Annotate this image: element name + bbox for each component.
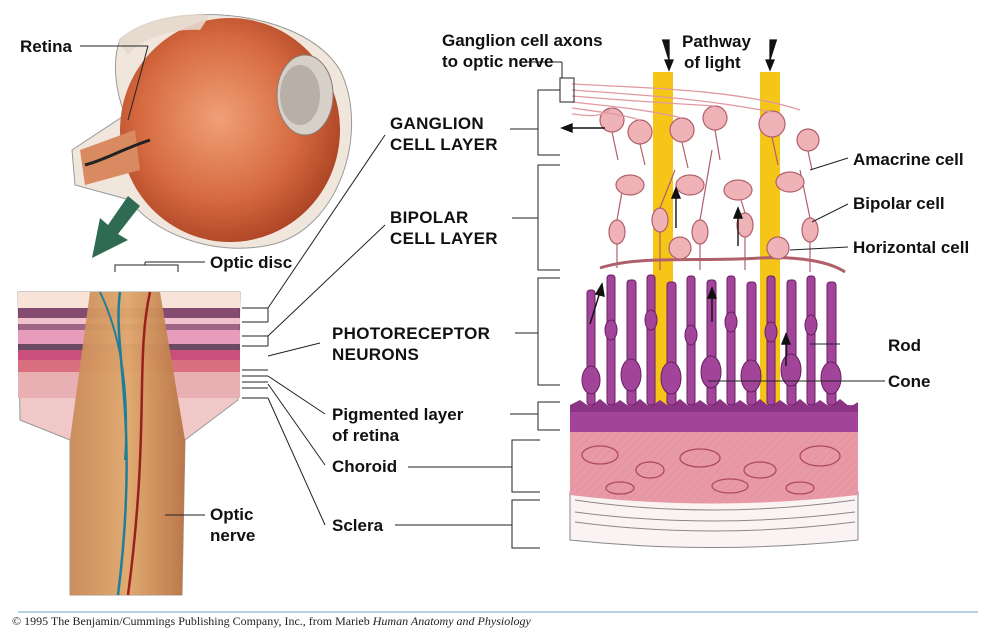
zoom-arrow xyxy=(92,196,140,258)
label-pigmented-1: Pigmented layer xyxy=(332,405,464,424)
tissue-layers xyxy=(569,399,859,548)
label-ganglion-axons-2: to optic nerve xyxy=(442,52,554,71)
label-bipolar-cell: Bipolar cell xyxy=(853,194,945,213)
eyeball xyxy=(71,14,353,249)
label-horizontal: Horizontal cell xyxy=(853,238,970,257)
ganglion-axons xyxy=(571,83,801,121)
credit-book: Human Anatomy and Physiology xyxy=(372,614,531,628)
label-bipolar-layer-2: CELL LAYER xyxy=(390,229,498,248)
label-pigmented-2: of retina xyxy=(332,426,400,445)
label-ganglion-layer-2: CELL LAYER xyxy=(390,135,498,154)
photoreceptors xyxy=(581,274,842,406)
label-bipolar-layer-1: BIPOLAR xyxy=(390,208,469,227)
label-pathway-1: Pathway xyxy=(682,32,751,51)
label-choroid: Choroid xyxy=(332,457,398,476)
label-ganglion-axons-1: Ganglion cell axons xyxy=(442,31,603,50)
label-optic-disc: Optic disc xyxy=(210,253,293,272)
retina-section xyxy=(17,291,241,596)
signal-arrows xyxy=(560,122,792,366)
label-photoreceptor-2: NEURONS xyxy=(332,345,420,364)
label-retina: Retina xyxy=(20,37,72,56)
label-ganglion-layer-1: GANGLION xyxy=(390,114,485,133)
label-optic-nerve-1: Optic xyxy=(210,505,254,524)
pathway-arrows xyxy=(662,39,777,72)
label-photoreceptor-1: PHOTORECEPTOR xyxy=(332,324,491,343)
credit-text: © 1995 The Benjamin/Cummings Publishing … xyxy=(12,614,370,628)
label-optic-nerve-2: nerve xyxy=(210,526,256,545)
neurons xyxy=(599,105,846,274)
label-cone: Cone xyxy=(888,372,931,391)
leader-lines xyxy=(18,45,978,613)
copyright-credit: © 1995 The Benjamin/Cummings Publishing … xyxy=(12,614,531,629)
label-sclera: Sclera xyxy=(332,516,384,535)
label-rod: Rod xyxy=(888,336,922,355)
label-amacrine: Amacrine cell xyxy=(853,150,964,169)
label-pathway-2: of light xyxy=(684,53,741,72)
